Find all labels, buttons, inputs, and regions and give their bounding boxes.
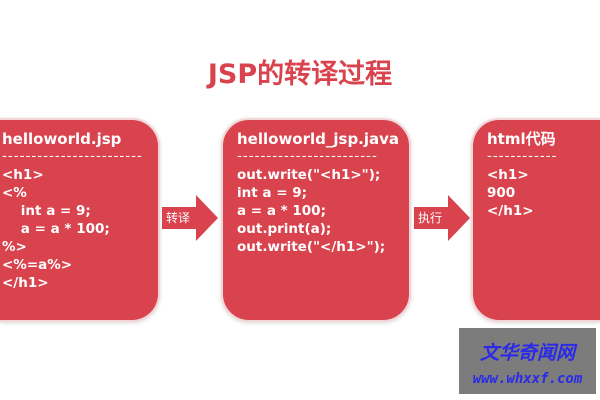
code-line: <%=a%> <box>2 257 73 273</box>
arrow-right-icon <box>162 195 218 241</box>
watermark-name: 文华奇闻网 <box>479 342 575 364</box>
arrow-right-icon <box>414 195 470 241</box>
diagram-title: JSP的转译过程 <box>207 59 393 90</box>
code-line: out.write("</h1>"); <box>237 239 386 255</box>
code-line: %> <box>2 239 27 255</box>
code-line: a = a * 100; <box>237 203 326 219</box>
divider: ------------ <box>487 150 558 162</box>
divider: ------------------------ <box>237 150 378 162</box>
code-line: 900 <box>487 185 516 201</box>
box-heading: html代码 <box>487 130 556 148</box>
code-line: int a = 9; <box>237 185 308 201</box>
code-line: int a = 9; <box>2 203 91 219</box>
execute-arrow: 执行 <box>414 195 470 241</box>
code-line: out.write("<h1>"); <box>237 167 381 183</box>
watermark: 文华奇闻网 www.whxxf.com <box>459 328 596 394</box>
translate-arrow: 转译 <box>162 195 218 241</box>
code-line: </h1> <box>487 203 534 219</box>
divider: ------------------------ <box>2 150 143 162</box>
box-heading: helloworld.jsp <box>2 130 122 148</box>
watermark-url: www.whxxf.com <box>472 371 583 387</box>
jsp-source-box: helloworld.jsp ------------------------ … <box>0 118 160 322</box>
code-line: <h1> <box>2 167 44 183</box>
code-line: </h1> <box>2 275 49 291</box>
code-line: <% <box>2 185 27 201</box>
code-line: a = a * 100; <box>2 221 110 237</box>
java-source-box: helloworld_jsp.java --------------------… <box>221 118 411 322</box>
arrow-label: 转译 <box>166 211 191 225</box>
code-line: out.print(a); <box>237 221 332 237</box>
arrow-label: 执行 <box>418 211 443 225</box>
code-line: <h1> <box>487 167 529 183</box>
html-output-box: html代码 ------------ <h1> 900 </h1> <box>471 118 600 322</box>
box-heading: helloworld_jsp.java <box>237 130 400 148</box>
